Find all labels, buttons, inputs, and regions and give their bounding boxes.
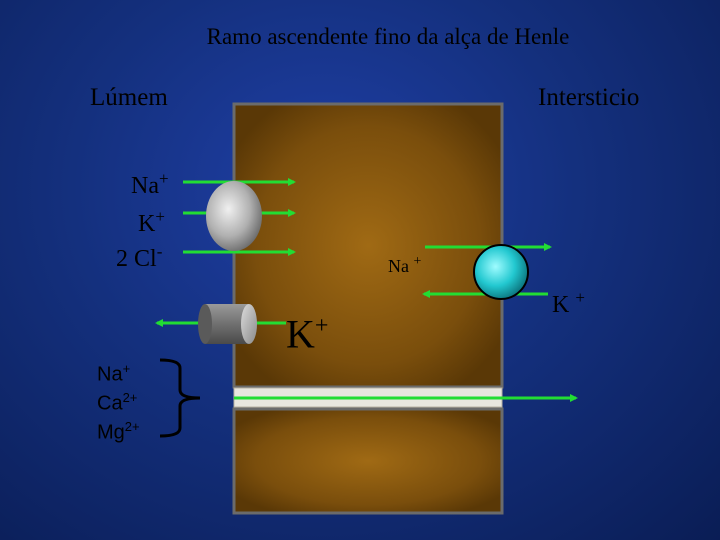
- k-channel-start: [198, 304, 212, 344]
- ion-label-k: K+: [138, 205, 165, 236]
- tubular-cell-lower: [234, 409, 502, 513]
- paracellular-bracket: [160, 360, 200, 436]
- channel-ion-k: K+: [286, 306, 328, 354]
- lumen-label: Lúmem: [90, 84, 168, 112]
- paracellular-ion-mg: Mg2+: [97, 415, 140, 445]
- paracellular-ion-na: Na+: [97, 357, 130, 387]
- ion-label-cl: 2 Cl-: [116, 240, 162, 271]
- na-k-atpase-pump: [474, 245, 528, 299]
- diagram-title: Ramo ascendente fino da alça de Henle: [0, 24, 720, 50]
- paracellular-ion-ca: Ca2+: [97, 386, 137, 416]
- nkcc-cotransporter: [206, 181, 262, 251]
- k-channel-end: [241, 304, 257, 344]
- interstitium-label: Intersticio: [538, 84, 639, 112]
- ion-label-na: Na+: [131, 167, 169, 198]
- pump-ion-na: Na +: [388, 250, 421, 278]
- pump-ion-k: K +: [552, 286, 585, 317]
